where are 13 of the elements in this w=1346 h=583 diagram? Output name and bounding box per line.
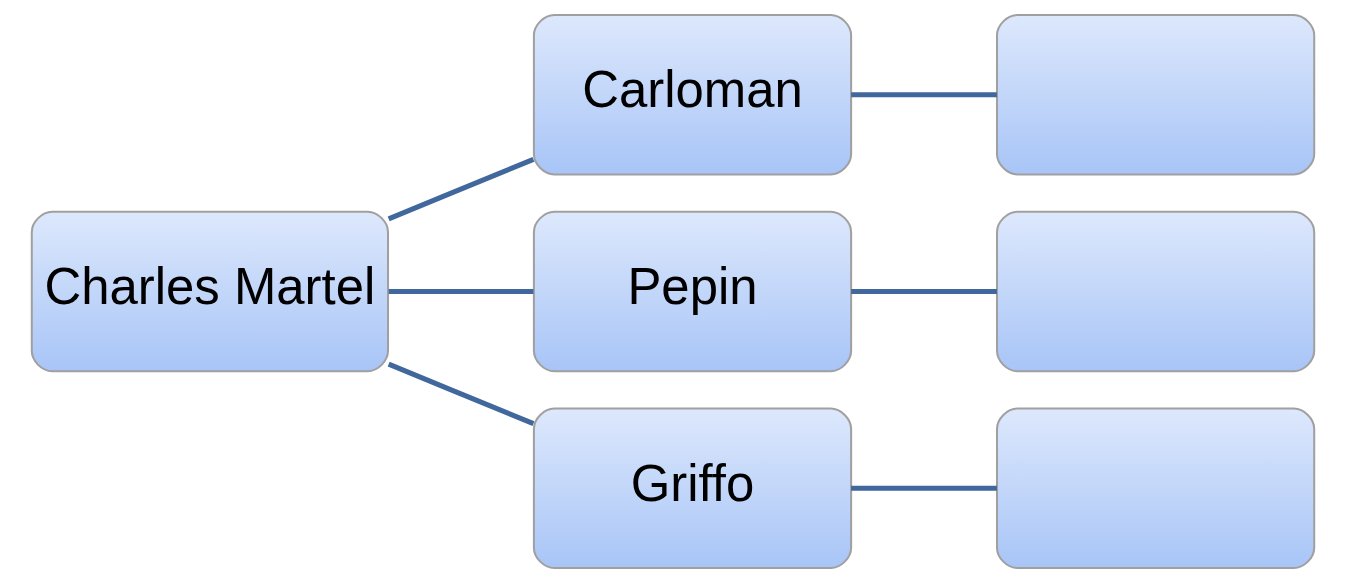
node-box: Charles Martel bbox=[30, 210, 390, 373]
node-box: Pepin bbox=[532, 210, 853, 373]
node-box bbox=[996, 210, 1316, 373]
connector bbox=[851, 92, 997, 98]
connector bbox=[851, 485, 997, 491]
node-box bbox=[996, 407, 1316, 569]
node-box: Carloman bbox=[532, 14, 853, 176]
connector bbox=[387, 361, 535, 426]
connector bbox=[388, 288, 534, 295]
connector bbox=[851, 288, 997, 295]
connector bbox=[387, 157, 535, 222]
node-box: Griffo bbox=[532, 407, 853, 569]
node-box bbox=[996, 14, 1316, 176]
